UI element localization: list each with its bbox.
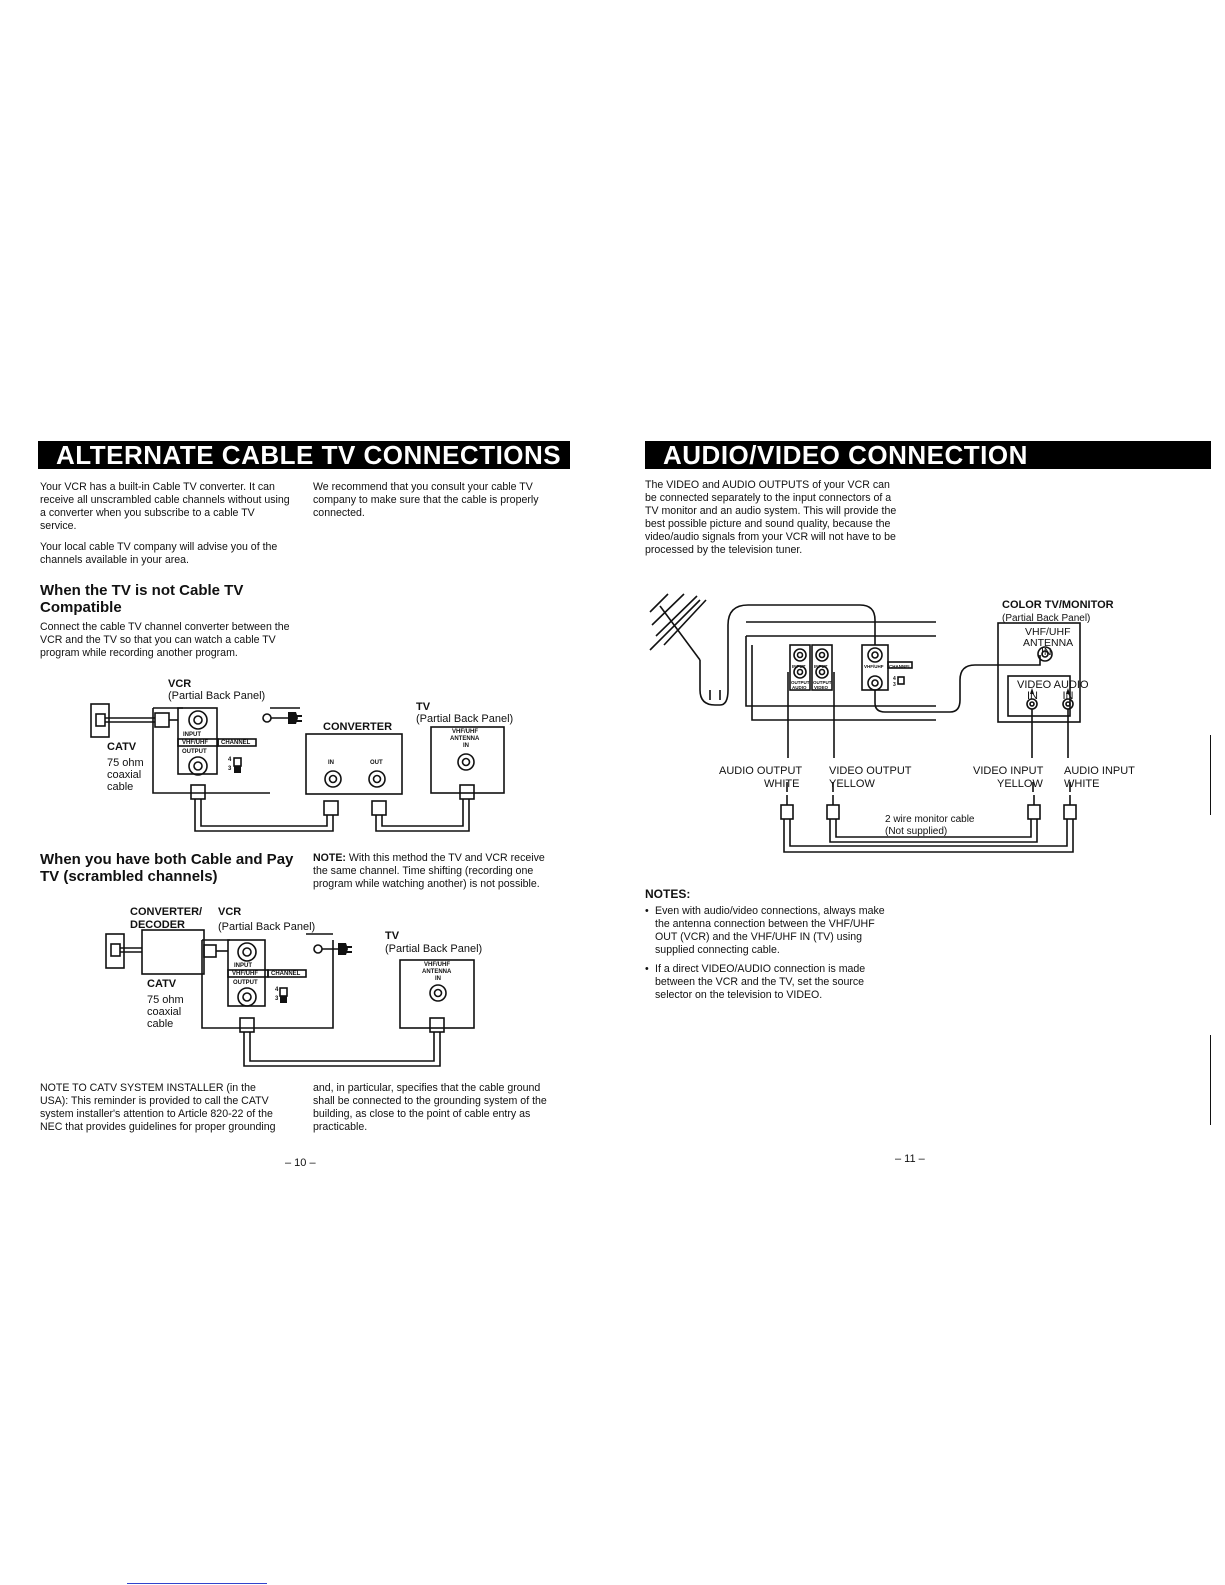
d2-channel-label: CHANNEL: [271, 971, 301, 977]
note-label: NOTE:: [313, 852, 346, 864]
d2-catv-sub-1: 75 ohm: [147, 994, 184, 1006]
d1-vhfuhf-label: VHF/UHF: [182, 740, 208, 746]
d2-catv-sub-2: coaxial: [147, 1006, 182, 1018]
page-number-right: – 11 –: [895, 1153, 925, 1165]
av-vcr-output-2: OUTPUT: [813, 680, 832, 685]
d1-output-label: OUTPUT: [182, 749, 207, 755]
av-vcr-input-1: INPUT: [792, 664, 806, 669]
right-edge-line-lower: [1210, 1035, 1211, 1125]
av-cable-label: 2 wire monitor cable: [885, 814, 975, 825]
av-video-output-label: VIDEO OUTPUT: [829, 765, 912, 777]
av-ant-3: IN: [1041, 646, 1052, 658]
av-audio-output-label: AUDIO OUTPUT: [719, 765, 803, 777]
av-vcr-4: 4: [893, 676, 896, 682]
d2-vcr-sublabel: (Partial Back Panel): [218, 921, 316, 933]
av-in-in: IN IN: [1027, 690, 1074, 702]
d1-tv-label: TV: [416, 701, 431, 713]
notes-title: NOTES:: [645, 887, 691, 901]
d1-catv-sub-3: cable: [107, 781, 134, 793]
diagram-converter-connection: VCR (Partial Back Panel) CATV 75 ohm coa…: [0, 0, 513, 832]
d1-ch4-label: 4: [228, 757, 232, 763]
d2-vhfuhf-label: VHF/UHF: [232, 971, 258, 977]
av-white-right-label: WHITE: [1064, 778, 1100, 790]
av-video-input-label: VIDEO INPUT: [973, 765, 1044, 777]
left-page-banner: ALTERNATE CABLE TV CONNECTIONS: [38, 441, 570, 469]
notes-list: Even with audio/video connections, alway…: [645, 905, 895, 1008]
d2-tv-ant-3: IN: [435, 976, 441, 982]
d2-ch4-label: 4: [275, 987, 279, 993]
d1-channel-label: CHANNEL: [221, 740, 251, 746]
d1-vcr-label: VCR: [168, 678, 192, 690]
right-edge-line: [1210, 735, 1211, 815]
av-ant-1: VHF/UHF: [1025, 626, 1071, 638]
d1-ch3-label: 3: [228, 766, 232, 772]
av-white-left-label: WHITE: [764, 778, 800, 790]
av-ant-2: ANTENNA: [1023, 637, 1074, 649]
bottom-blue-rule: [127, 1583, 267, 1584]
av-yellow-right-label: YELLOW: [997, 778, 1043, 790]
d2-input-label: INPUT: [234, 963, 252, 969]
av-vcr-3: 3: [893, 682, 896, 688]
d1-converter-out-label: OUT: [370, 760, 383, 766]
section-note-cable-and-pay-tv: NOTE: With this method the TV and VCR re…: [313, 852, 558, 891]
footnote-catv-installer-left: NOTE TO CATV SYSTEM INSTALLER (in the US…: [40, 1082, 276, 1133]
av-video-audio: VIDEO AUDIO: [1017, 679, 1089, 691]
d2-tv-sublabel: (Partial Back Panel): [385, 943, 483, 955]
d1-converter-in-label: IN: [328, 760, 334, 766]
av-audio-input-label: AUDIO INPUT: [1064, 765, 1135, 777]
av-monitor-title: COLOR TV/MONITOR: [1002, 599, 1114, 611]
section-title-not-cable-compatible: When the TV is not Cable TV Compatible: [40, 582, 244, 616]
page-number-left: – 10 –: [285, 1157, 316, 1169]
d1-catv-sub-2: coaxial: [107, 769, 142, 781]
d2-converter-label: CONVERTER/: [130, 906, 203, 918]
d2-output-label: OUTPUT: [233, 980, 258, 986]
av-vcr-channel: CHANNEL: [889, 664, 911, 669]
d1-tv-ant-1: VHF/UHF: [452, 729, 478, 735]
diagram-audio-video-connection: COLOR TV/MONITOR (Partial Back Panel) VH…: [0, 0, 1135, 853]
right-page-banner: AUDIO/VIDEO CONNECTION: [645, 441, 1211, 469]
left-intro-paragraph-2: Your local cable TV company will advise …: [40, 541, 278, 566]
av-vcr-vhfuhf: VHF/UHF: [864, 664, 884, 669]
av-vcr-audio: AUDIO: [792, 685, 807, 690]
footnote-catv-installer-right: and, in particular, specifies that the c…: [313, 1082, 547, 1133]
av-vcr-output-1: OUTPUT: [791, 680, 810, 685]
d2-tv-ant-2: ANTENNA: [422, 969, 452, 975]
left-intro-paragraph-1: Your VCR has a built-in Cable TV convert…: [40, 481, 290, 532]
d1-vcr-sublabel: (Partial Back Panel): [168, 690, 266, 702]
d1-tv-sublabel: (Partial Back Panel): [416, 713, 514, 725]
d1-catv-sub-1: 75 ohm: [107, 757, 144, 769]
av-yellow-left-label: YELLOW: [829, 778, 875, 790]
av-vcr-video: VIDEO: [814, 685, 829, 690]
section-title-cable-and-pay-tv: When you have both Cable and Pay TV (scr…: [40, 851, 294, 885]
av-cable-sub-label: (Not supplied): [885, 826, 948, 837]
left-intro-paragraph-right: We recommend that you consult your cable…: [313, 481, 539, 519]
av-vcr-input-2: INPUT: [814, 664, 828, 669]
note-text: With this method the TV and VCR receive …: [313, 852, 545, 890]
d1-input-label: INPUT: [183, 732, 201, 738]
d1-tv-ant-3: IN: [463, 743, 469, 749]
d2-tv-ant-1: VHF/UHF: [424, 962, 450, 968]
section-body-not-cable-compatible: Connect the cable TV channel converter b…: [40, 621, 290, 659]
d1-converter-label: CONVERTER: [323, 721, 393, 733]
note-item: Even with audio/video connections, alway…: [645, 905, 895, 957]
d2-catv-label: CATV: [147, 978, 177, 990]
d2-decoder-label: DECODER: [130, 919, 186, 931]
right-intro-paragraph: The VIDEO and AUDIO OUTPUTS of your VCR …: [645, 479, 897, 556]
av-monitor-sub: (Partial Back Panel): [1002, 613, 1091, 624]
note-item: If a direct VIDEO/AUDIO connection is ma…: [645, 963, 895, 1002]
d1-catv-label: CATV: [107, 741, 137, 753]
d2-catv-sub-3: cable: [147, 1018, 174, 1030]
d2-ch3-label: 3: [275, 996, 279, 1002]
d2-tv-label: TV: [385, 930, 400, 942]
d1-tv-ant-2: ANTENNA: [450, 736, 480, 742]
diagram-decoder-connection: CONVERTER/ DECODER VCR (Partial Back Pan…: [0, 0, 482, 1067]
d2-vcr-label: VCR: [218, 906, 242, 918]
